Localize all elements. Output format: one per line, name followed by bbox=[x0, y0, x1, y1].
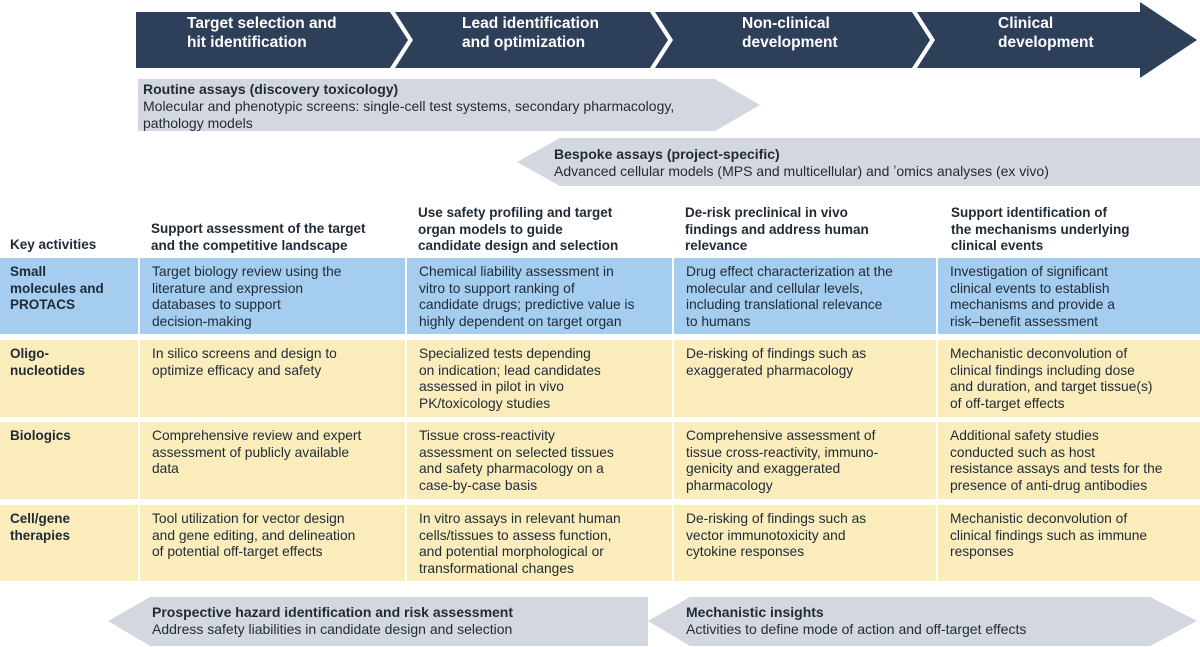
cell-biologics-lead: Tissue cross-reactivity assessment on se… bbox=[407, 422, 672, 499]
row-label-oligonucleotides: Oligo- nucleotides bbox=[0, 340, 138, 417]
bespoke-assays-title: Bespoke assays (project-specific) bbox=[554, 146, 780, 162]
column-header-non-clinical: De-risk preclinical in vivo findings and… bbox=[685, 205, 869, 253]
mechanistic-band-desc: Activities to define mode of action and … bbox=[686, 621, 1027, 637]
bespoke-assays-text: Bespoke assays (project-specific) Advanc… bbox=[554, 146, 1194, 180]
column-header-lead: Use safety profiling and target organ mo… bbox=[418, 205, 619, 253]
cell-small-molecules-target: Target biology review using the literatu… bbox=[140, 258, 405, 334]
row-label-cell-gene-therapies: Cell/gene therapies bbox=[0, 505, 138, 581]
stage-label-non-clinical: Non-clinical development bbox=[742, 15, 838, 51]
key-activities-label: Key activities bbox=[10, 237, 97, 252]
cell-oligonucleotides-non-clinical: De-risking of findings such as exaggerat… bbox=[674, 340, 936, 417]
stage-label-clinical: Clinical development bbox=[998, 15, 1094, 51]
mechanistic-band bbox=[648, 597, 1197, 646]
mechanistic-band-title: Mechanistic insights bbox=[686, 604, 824, 620]
stage-arrow-2 bbox=[395, 12, 668, 68]
cell-biologics-target: Comprehensive review and expert assessme… bbox=[140, 422, 405, 499]
stage-arrow-1 bbox=[136, 12, 408, 68]
stage-arrow-4 bbox=[917, 2, 1197, 78]
prospective-band-title: Prospective hazard identification and ri… bbox=[152, 604, 514, 620]
bespoke-assays-band bbox=[517, 138, 1200, 186]
routine-assays-band bbox=[138, 79, 760, 131]
cell-biologics-non-clinical: Comprehensive assessment of tissue cross… bbox=[674, 422, 936, 499]
stage-arrow-3 bbox=[655, 12, 930, 68]
mechanistic-band-text: Mechanistic insights Activities to defin… bbox=[686, 604, 1146, 638]
prospective-band-text: Prospective hazard identification and ri… bbox=[152, 604, 642, 638]
stage-label-target-selection: Target selection and hit identification bbox=[187, 15, 337, 51]
routine-assays-title: Routine assays (discovery toxicology) bbox=[143, 81, 399, 97]
column-header-clinical: Support identification of the mechanisms… bbox=[951, 205, 1130, 253]
row-label-biologics: Biologics bbox=[0, 422, 138, 499]
cell-small-molecules-lead: Chemical liability assessment in vitro t… bbox=[407, 258, 672, 334]
bespoke-assays-desc: Advanced cellular models (MPS and multic… bbox=[554, 163, 1049, 179]
cell-oligonucleotides-clinical: Mechanistic deconvolution of clinical fi… bbox=[938, 340, 1200, 417]
column-header-target: Support assessment of the target and the… bbox=[151, 221, 366, 253]
cell-cell-gene-clinical: Mechanistic deconvolution of clinical fi… bbox=[938, 505, 1200, 581]
prospective-band-desc: Address safety liabilities in candidate … bbox=[152, 621, 513, 637]
row-label-small-molecules: Small molecules and PROTACS bbox=[0, 258, 138, 334]
cell-cell-gene-non-clinical: De-risking of findings such as vector im… bbox=[674, 505, 936, 581]
prospective-band bbox=[108, 597, 648, 646]
cell-small-molecules-non-clinical: Drug effect characterization at the mole… bbox=[674, 258, 936, 334]
routine-assays-desc: Molecular and phenotypic screens: single… bbox=[143, 98, 675, 131]
stage-label-lead-identification: Lead identification and optimization bbox=[462, 15, 599, 51]
cell-cell-gene-lead: In vitro assays in relevant human cells/… bbox=[407, 505, 672, 581]
cell-cell-gene-target: Tool utilization for vector design and g… bbox=[140, 505, 405, 581]
cell-oligonucleotides-target: In silico screens and design to optimize… bbox=[140, 340, 405, 417]
cell-small-molecules-clinical: Investigation of significant clinical ev… bbox=[938, 258, 1200, 334]
routine-assays-text: Routine assays (discovery toxicology) Mo… bbox=[143, 81, 743, 132]
cell-oligonucleotides-lead: Specialized tests depending on indicatio… bbox=[407, 340, 672, 417]
cell-biologics-clinical: Additional safety studies conducted such… bbox=[938, 422, 1200, 499]
